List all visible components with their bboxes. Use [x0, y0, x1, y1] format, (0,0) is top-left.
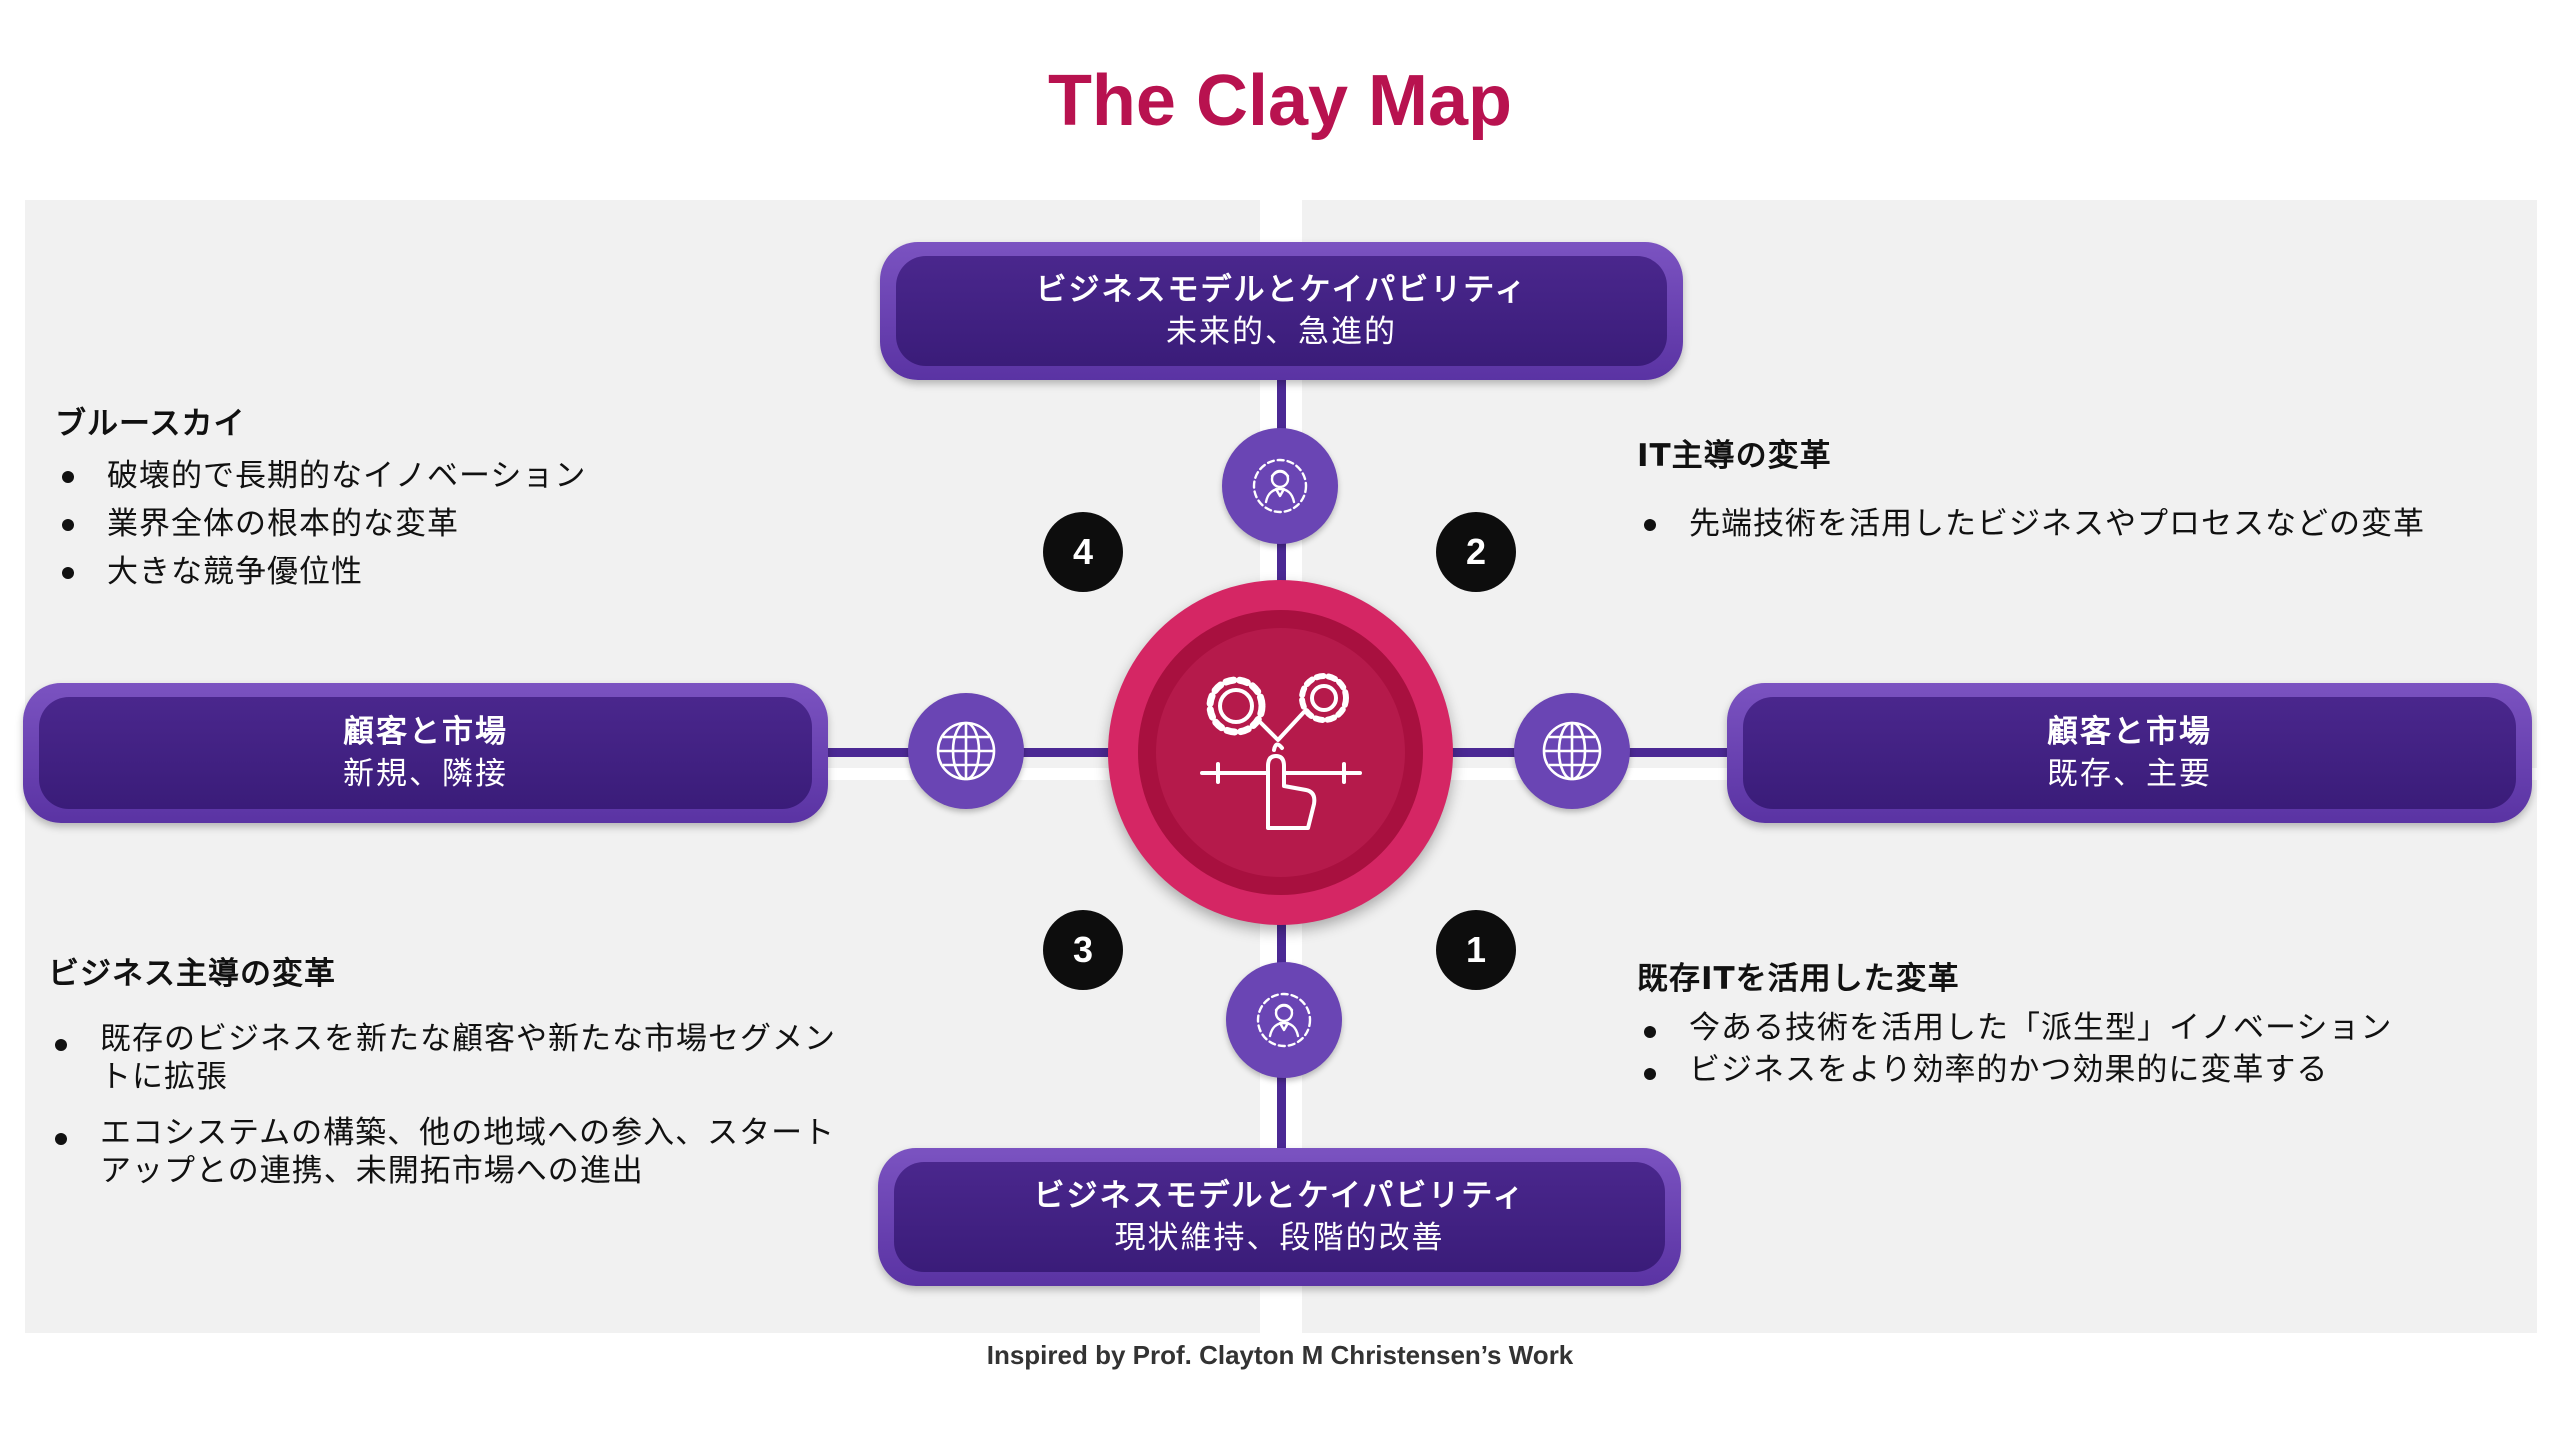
- node-top: [1222, 428, 1338, 544]
- quadrant-number-1: 1: [1436, 910, 1516, 990]
- pill-left-customers-markets: 顧客と市場 新規、隣接: [23, 683, 828, 823]
- globe-icon: [1542, 721, 1602, 781]
- pill-top-line1: ビジネスモデルとケイパビリティ: [1035, 272, 1528, 308]
- bullet-item: ビジネスをより効率的かつ効果的に変革する: [1637, 1049, 2517, 1091]
- pill-right-line2: 既存、主要: [2047, 756, 2212, 792]
- quadrant-heading: IT主導の変革: [1637, 438, 1832, 474]
- quadrant-number-4: 4: [1043, 512, 1123, 592]
- page-title: The Clay Map: [1047, 61, 1513, 141]
- quadrant-heading: 既存ITを活用した変革: [1637, 961, 1960, 997]
- person-gear-icon: [1252, 458, 1308, 514]
- quadrant-number-3: 3: [1043, 910, 1123, 990]
- quadrant-text-bottom-right: 既存ITを活用した変革 今ある技術を活用した「派生型」イノベーション ビジネスを…: [1637, 955, 2517, 1091]
- pill-right-customers-markets: 顧客と市場 既存、主要: [1727, 683, 2532, 823]
- bullet-item: エコシステムの構築、他の地域への参入、スタートアップとの連携、未開拓市場への進出: [48, 1114, 848, 1190]
- pill-top-business-model: ビジネスモデルとケイパビリティ 未来的、急進的: [880, 242, 1683, 380]
- pill-right-line1: 顧客と市場: [2047, 714, 2212, 750]
- gears-touch-icon: [1200, 673, 1362, 830]
- person-gear-icon: [1256, 992, 1312, 1048]
- quadrant-number-2: 2: [1436, 512, 1516, 592]
- bullet-item: 既存のビジネスを新たな顧客や新たな市場セグメントに拡張: [48, 1020, 848, 1096]
- bullet-item: 先端技術を活用したビジネスやプロセスなどの変革: [1637, 500, 2517, 548]
- quadrant-text-bottom-left: ビジネス主導の変革 既存のビジネスを新たな顧客や新たな市場セグメントに拡張 エコ…: [48, 950, 848, 1208]
- pill-bottom-line2: 現状維持、段階的改善: [1114, 1220, 1445, 1256]
- bullet-item: 業界全体の根本的な変革: [55, 500, 755, 548]
- bullet-item: 破壊的で長期的なイノベーション: [55, 452, 755, 500]
- bullet-item: 今ある技術を活用した「派生型」イノベーション: [1637, 1007, 2517, 1049]
- bullet-item: 大きな競争優位性: [55, 548, 755, 596]
- central-hub: [1108, 580, 1453, 925]
- globe-icon: [936, 721, 996, 781]
- quadrant-heading: ビジネス主導の変革: [48, 956, 336, 992]
- pill-bottom-line1: ビジネスモデルとケイパビリティ: [1033, 1178, 1526, 1214]
- pill-left-line2: 新規、隣接: [343, 756, 508, 792]
- footer-credit: Inspired by Prof. Clayton M Christensen’…: [986, 1340, 1574, 1370]
- node-right: [1514, 693, 1630, 809]
- node-bottom: [1226, 962, 1342, 1078]
- pill-top-line2: 未来的、急進的: [1166, 314, 1397, 350]
- quadrant-text-top-left: ブルースカイ 破壊的で長期的なイノベーション 業界全体の根本的な変革 大きな競争…: [55, 400, 755, 596]
- node-left: [908, 693, 1024, 809]
- quadrant-heading: ブルースカイ: [55, 406, 246, 442]
- pill-left-line1: 顧客と市場: [343, 714, 508, 750]
- pill-bottom-business-model: ビジネスモデルとケイパビリティ 現状維持、段階的改善: [878, 1148, 1681, 1286]
- quadrant-text-top-right: IT主導の変革 先端技術を活用したビジネスやプロセスなどの変革: [1637, 432, 2517, 548]
